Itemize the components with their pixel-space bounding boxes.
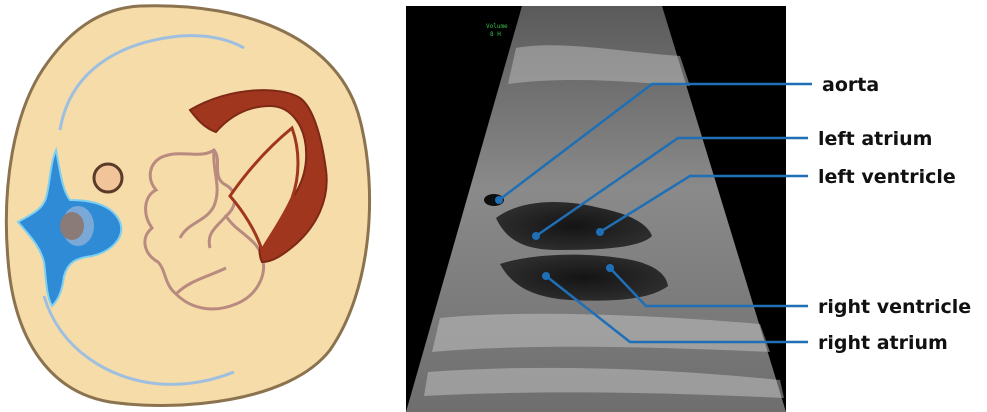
- label-right-ventricle: right ventricle: [818, 296, 971, 318]
- dot-right-atrium: [542, 272, 550, 280]
- transverse-section-illustration: [6, 6, 369, 406]
- scanner-overlay-text: Volume: [486, 23, 508, 30]
- ultrasound-image: Volume 8 H: [406, 6, 786, 412]
- dot-left-ventricle: [596, 228, 604, 236]
- dot-aorta: [495, 196, 503, 204]
- dot-right-ventricle: [606, 264, 614, 272]
- scanner-overlay-text-2: 8 H: [490, 31, 501, 38]
- descending-aorta-circle: [94, 164, 122, 192]
- label-left-ventricle: left ventricle: [818, 166, 956, 188]
- dot-left-atrium: [532, 232, 540, 240]
- label-left-atrium: left atrium: [818, 128, 932, 150]
- vertebral-body: [60, 212, 84, 240]
- label-right-atrium: right atrium: [818, 332, 948, 354]
- label-aorta: aorta: [822, 74, 879, 96]
